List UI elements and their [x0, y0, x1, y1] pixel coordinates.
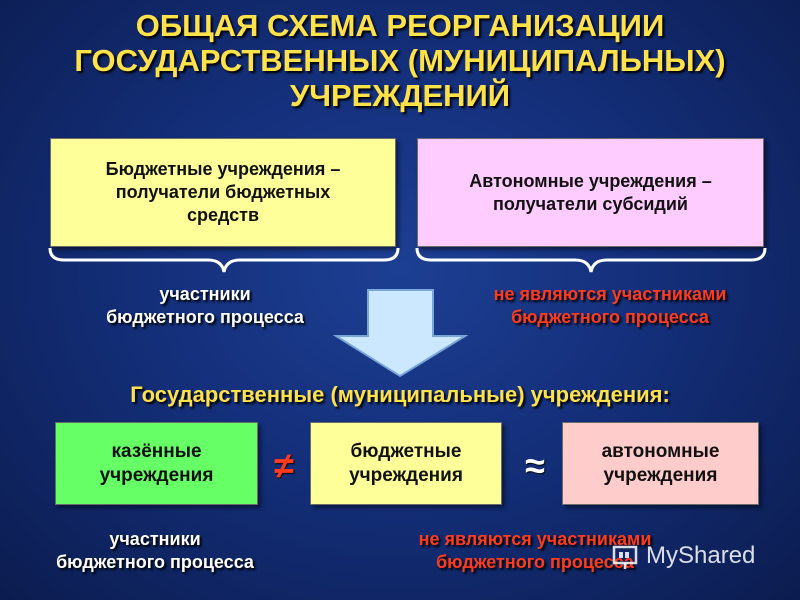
box-line: учреждения — [99, 464, 214, 486]
watermark-text: MyShared — [646, 542, 756, 569]
presentation-icon — [612, 545, 638, 569]
top-participants-caption: участники бюджетного процесса — [70, 283, 340, 329]
title-line-3: УЧРЕЖДЕНИЙ — [289, 78, 511, 113]
caption-line: бюджетного процесса — [106, 307, 304, 327]
box-line: автономные — [601, 440, 720, 462]
institutions-subtitle: Государственные (муниципальные) учрежден… — [130, 382, 670, 407]
caption-line: не являются участниками — [493, 284, 727, 304]
page-title: ОБЩАЯ СХЕМА РЕОРГАНИЗАЦИИ ГОСУДАРСТВЕННЫ… — [0, 8, 800, 113]
budget-box-line-3: средств — [186, 205, 260, 225]
budget-box-line-2: получатели бюджетных — [115, 182, 331, 202]
autonomous-box-line-1: Автономные учреждения – — [469, 170, 712, 191]
approx-symbol: ≈ — [525, 445, 545, 486]
title-line-1: ОБЩАЯ СХЕМА РЕОРГАНИЗАЦИИ — [135, 8, 665, 43]
title-line-2: ГОСУДАРСТВЕННЫХ (МУНИЦИПАЛЬНЫХ) — [74, 43, 726, 78]
down-arrow-icon — [333, 289, 468, 378]
caption-line: участники — [109, 529, 201, 549]
budget-box-line-1: Бюджетные учреждения – — [105, 159, 341, 179]
box-line: учреждения — [603, 464, 718, 486]
caption-line: не являются участниками — [418, 529, 652, 549]
autonomous-institutions-bottom-box: автономные учреждения — [562, 422, 759, 505]
left-brace — [48, 247, 400, 273]
box-line: бюджетные — [350, 440, 462, 462]
caption-line: бюджетного процесса — [56, 552, 254, 572]
autonomous-box-line-2: получатели субсидий — [493, 193, 688, 214]
autonomous-institutions-box: Автономные учреждения – получатели субси… — [417, 138, 764, 247]
myshared-watermark: MyShared — [612, 538, 792, 574]
bottom-non-participants-caption: не являются участниками бюджетного проце… — [380, 528, 690, 574]
budget-institutions-box: Бюджетные учреждения – получатели бюджет… — [50, 138, 396, 247]
caption-line: бюджетного процесса — [436, 552, 634, 572]
not-equal-symbol: ≠ — [274, 445, 294, 486]
right-brace — [415, 247, 767, 273]
caption-line: бюджетного процесса — [511, 307, 709, 327]
box-line: учреждения — [349, 464, 463, 486]
kazennye-institutions-box: казённые учреждения — [55, 422, 258, 505]
box-line: казённые — [111, 440, 202, 462]
caption-line: участники — [159, 284, 251, 304]
budget-institutions-bottom-box: бюджетные учреждения — [310, 422, 502, 505]
top-non-participants-caption: не являются участниками бюджетного проце… — [455, 283, 765, 329]
bottom-participants-caption: участники бюджетного процесса — [20, 528, 290, 574]
